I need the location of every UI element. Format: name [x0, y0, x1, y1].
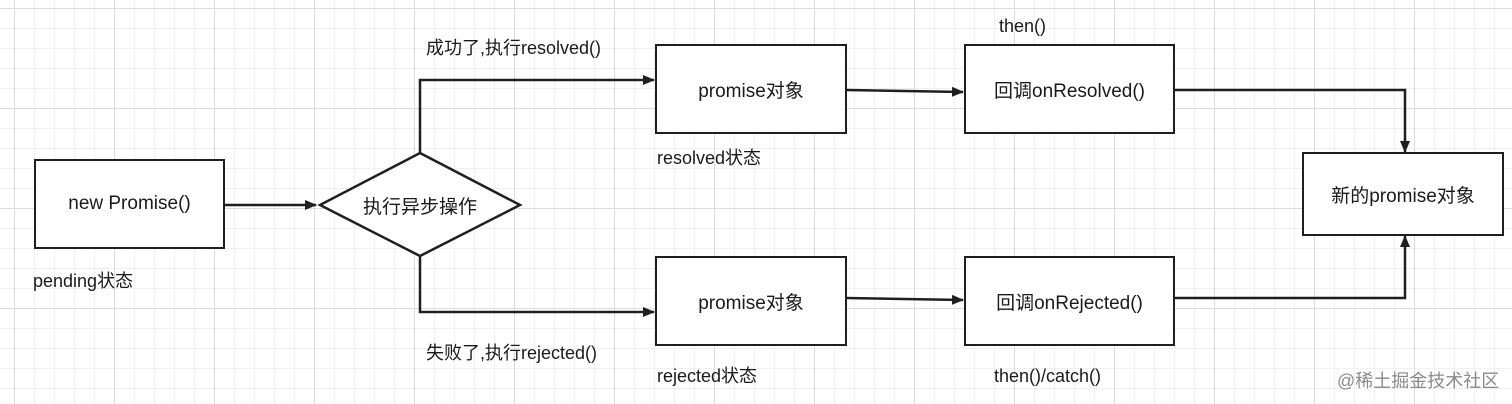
edge-async-to-resolved [418, 75, 655, 155]
promise-resolved-label: promise对象 [698, 80, 804, 102]
edge-async-to-rejected [418, 255, 655, 317]
on-rejected-label: 回调onRejected() [996, 292, 1143, 314]
pending-state-label: pending状态 [33, 271, 134, 291]
edge-rejected-to-callback [845, 294, 964, 305]
new-promise-object-label: 新的promise对象 [1331, 185, 1475, 207]
new-promise-object-box: 新的promise对象 [1302, 152, 1504, 236]
promise-resolved-box: promise对象 [655, 44, 847, 134]
on-resolved-box: 回调onResolved() [964, 44, 1175, 134]
new-promise-label: new Promise() [68, 193, 191, 214]
failure-branch-label: 失败了,执行rejected() [426, 343, 598, 363]
rejected-state-label: rejected状态 [657, 366, 758, 386]
async-operation-label: 执行异步操作 [362, 196, 477, 218]
promise-rejected-box: promise对象 [655, 256, 847, 346]
then-catch-label: then()/catch() [994, 366, 1102, 386]
on-rejected-box: 回调onRejected() [964, 256, 1175, 346]
edge-onrejected-to-new-promise [1174, 235, 1410, 300]
watermark: @稀土掘金技术社区 [1337, 371, 1500, 391]
edge-onresolved-to-new-promise [1174, 88, 1410, 153]
on-resolved-label: 回调onResolved() [994, 80, 1145, 102]
edge-resolved-to-callback [845, 86, 964, 97]
promise-rejected-label: promise对象 [698, 292, 804, 314]
resolved-state-label: resolved状态 [657, 148, 762, 168]
async-operation-decision: 执行异步操作 [330, 185, 510, 225]
success-branch-label: 成功了,执行resolved() [426, 38, 602, 58]
then-label: then() [999, 16, 1047, 36]
decision-diamond-shape [317, 151, 523, 258]
new-promise-box: new Promise() [34, 159, 225, 249]
